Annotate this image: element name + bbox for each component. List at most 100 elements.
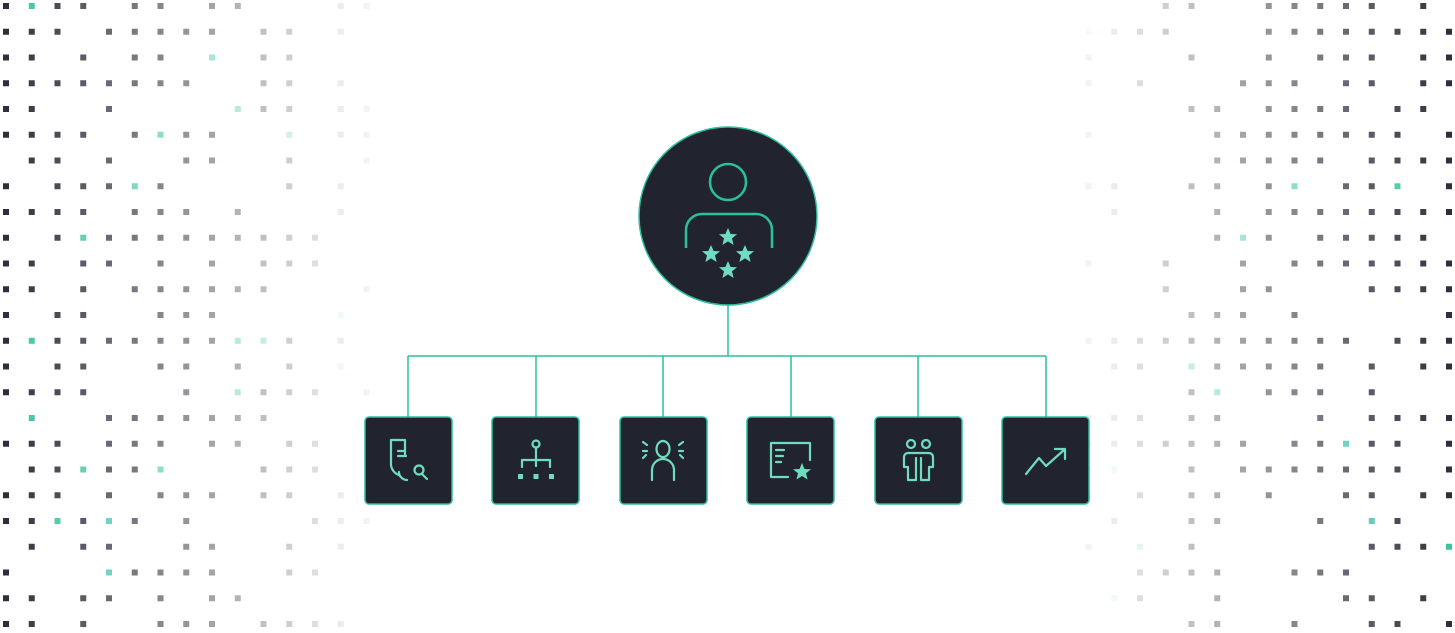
background-dot <box>234 234 241 241</box>
background-dot <box>1111 518 1118 524</box>
background-dot <box>209 131 215 138</box>
background-dot <box>337 131 344 138</box>
background-dot <box>209 415 215 421</box>
background-dot <box>1446 157 1452 164</box>
background-dot <box>28 286 35 293</box>
background-dot <box>1188 337 1195 344</box>
background-dot <box>183 80 190 87</box>
background-dot <box>1420 543 1427 550</box>
background-dot <box>1394 286 1401 293</box>
background-dot <box>28 337 35 344</box>
background-dot <box>28 595 35 602</box>
background-dot <box>3 389 9 396</box>
background-dot <box>1265 80 1272 87</box>
background-dot <box>157 234 164 241</box>
background-dot <box>1214 389 1221 396</box>
background-dot <box>106 260 112 267</box>
background-dot <box>80 3 87 9</box>
background-dot <box>1368 389 1375 396</box>
background-dot <box>1368 3 1375 9</box>
background-dot <box>1188 106 1195 112</box>
background-dot <box>1137 440 1143 447</box>
background-dot <box>157 415 164 421</box>
background-dot <box>28 106 35 112</box>
background-dot <box>1368 286 1375 293</box>
background-dot <box>157 54 164 61</box>
background-dot <box>1214 621 1221 627</box>
background-dot <box>3 363 9 370</box>
background-dot <box>131 209 138 215</box>
background-dot <box>260 337 267 344</box>
background-dot <box>3 286 9 293</box>
background-dot <box>1446 131 1452 138</box>
background-dot <box>1343 466 1349 473</box>
background-dot <box>1188 621 1195 627</box>
background-dot <box>1162 28 1169 35</box>
background-dot <box>286 389 293 396</box>
background-dot <box>1162 3 1169 9</box>
background-dot <box>1420 337 1427 344</box>
background-dot <box>80 131 87 138</box>
background-dot <box>1343 3 1349 9</box>
background-dot <box>131 337 138 344</box>
background-dot <box>209 312 215 318</box>
connectors <box>407 305 1047 417</box>
background-dot <box>337 492 344 499</box>
background-dot <box>286 183 293 190</box>
background-dot <box>157 28 164 35</box>
background-dot <box>1368 466 1375 473</box>
background-dot <box>1188 466 1195 473</box>
background-dot <box>106 415 112 421</box>
background-dot <box>3 54 9 61</box>
background-dot <box>1394 234 1401 241</box>
background-dot <box>1265 131 1272 138</box>
background-dot <box>209 569 215 576</box>
background-dot <box>286 621 293 627</box>
background-dot <box>80 234 87 241</box>
background-dot <box>1214 363 1221 370</box>
background-dot <box>1446 28 1452 35</box>
background-dot <box>54 157 61 164</box>
background-dot <box>286 363 293 370</box>
background-dot <box>183 389 190 396</box>
background-dot <box>1420 3 1427 9</box>
background-dot <box>1111 337 1118 344</box>
background-dot <box>3 337 9 344</box>
background-dot <box>260 415 267 421</box>
background-dot <box>1188 543 1195 550</box>
background-dot <box>234 595 241 602</box>
background-dot <box>209 54 215 61</box>
background-dot <box>363 3 370 9</box>
background-dot <box>1317 337 1324 344</box>
org-hierarchy-icon <box>518 439 554 479</box>
background-dot <box>1214 312 1221 318</box>
background-dot <box>1265 286 1272 293</box>
background-dot <box>183 28 190 35</box>
background-dot <box>157 131 164 138</box>
background-dot <box>337 80 344 87</box>
background-dot <box>260 28 267 35</box>
background-dot <box>28 260 35 267</box>
background-dot <box>1394 440 1401 447</box>
background-dot <box>1214 106 1221 112</box>
background-dot <box>1214 415 1221 421</box>
background-dot <box>131 286 138 293</box>
background-dot <box>260 80 267 87</box>
background-dot <box>106 234 112 241</box>
background-dot <box>1420 54 1427 61</box>
background-dot <box>157 621 164 627</box>
background-dot <box>1317 518 1324 524</box>
background-dot <box>1446 415 1452 421</box>
background-dot <box>1265 389 1272 396</box>
background-dot <box>157 286 164 293</box>
background-dot <box>1214 569 1221 576</box>
background-dot <box>28 543 35 550</box>
background-dot <box>54 80 61 87</box>
background-dot <box>80 183 87 190</box>
background-dot <box>1111 28 1118 35</box>
background-dot <box>1137 543 1143 550</box>
background-dot <box>1343 54 1349 61</box>
background-dot <box>1420 80 1427 87</box>
background-dot <box>209 157 215 164</box>
background-dot <box>1265 466 1272 473</box>
